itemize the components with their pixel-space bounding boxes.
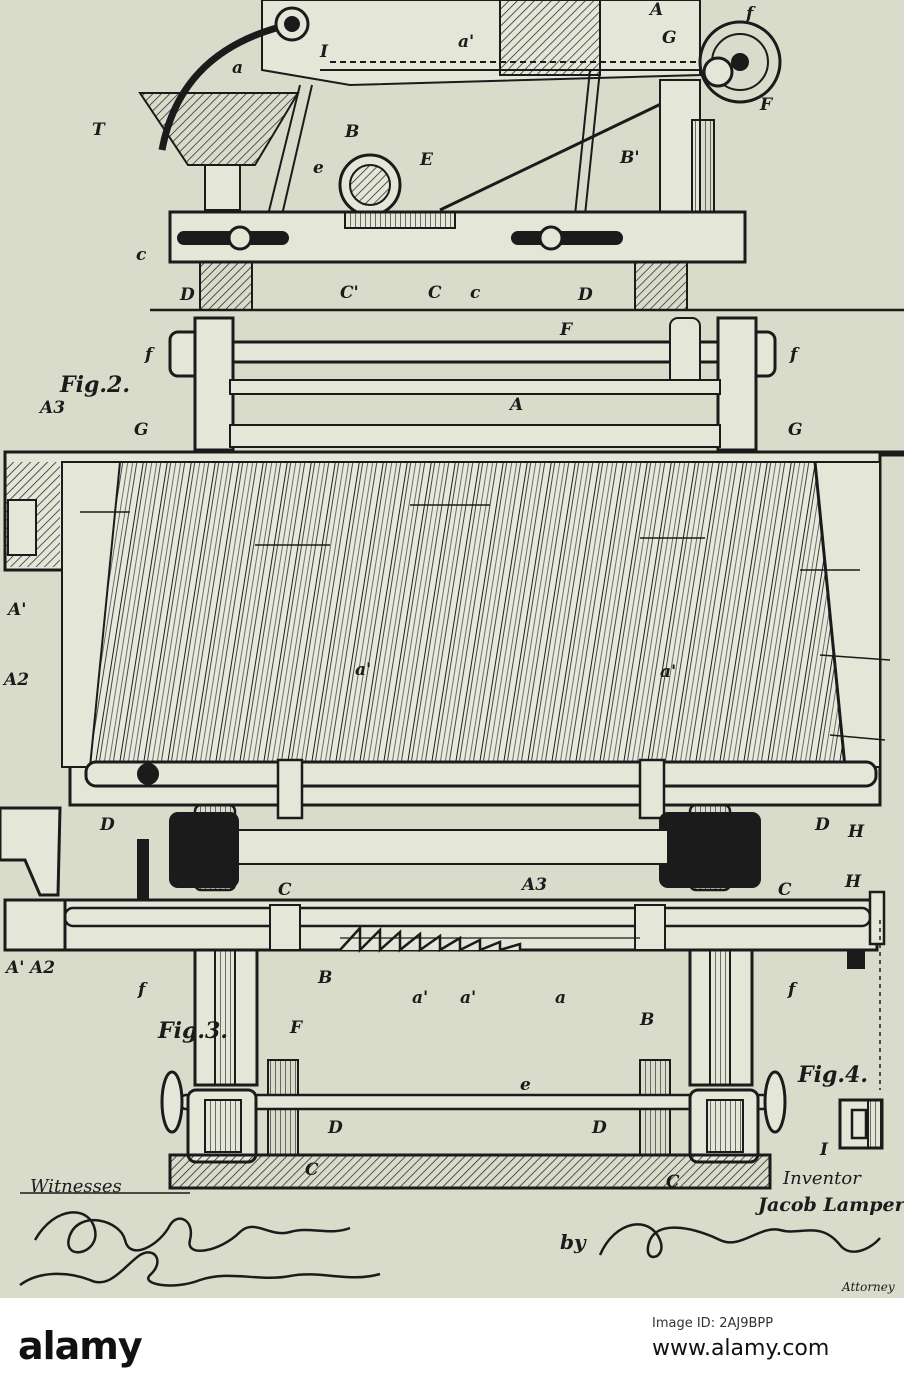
label-fig3-a: a bbox=[555, 988, 567, 1008]
label-fig3-B-left: B bbox=[318, 968, 333, 988]
label-fig2-A-prime: A' bbox=[8, 600, 27, 620]
alamy-logo: alamy bbox=[18, 1324, 143, 1368]
label-fig2-f-left: f bbox=[145, 345, 153, 365]
patent-plate: A G f a a' I T B B' F E e c D C' C c D F… bbox=[0, 0, 904, 1298]
stock-watermark-bar: alamy Image ID: 2AJ9BPP www.alamy.com bbox=[0, 1298, 904, 1390]
label-fig2-G-left: G bbox=[134, 420, 149, 440]
image-id-text: Image ID: 2AJ9BPP bbox=[652, 1316, 774, 1331]
label-fig2-D-right: D bbox=[815, 815, 830, 835]
label-fig1-a-prime: a' bbox=[458, 32, 475, 52]
label-fig1-f: f bbox=[746, 4, 754, 24]
label-fig1-e: e bbox=[313, 158, 324, 178]
label-fig1-T: T bbox=[92, 120, 105, 140]
label-fig3-A3: A3 bbox=[522, 875, 548, 895]
label-fig2-H: H bbox=[848, 822, 865, 842]
label-fig2-A3: A3 bbox=[40, 398, 66, 418]
label-fig1-B-prime: B' bbox=[620, 148, 640, 168]
label-fig3-C-left: C bbox=[305, 1160, 319, 1180]
label-fig3-a-prime-2: a' bbox=[460, 988, 477, 1008]
label-fig3-H: H bbox=[845, 872, 862, 892]
label-fig1-G: G bbox=[662, 28, 677, 48]
label-fig3-F: F bbox=[290, 1018, 303, 1038]
label-fig1-C-prime: C' bbox=[340, 283, 359, 303]
label-fig1-D-right: D bbox=[578, 285, 593, 305]
fig3-front-elevation bbox=[0, 806, 886, 1194]
label-fig1-E: E bbox=[420, 150, 433, 170]
label-fig1-B: B bbox=[345, 122, 360, 142]
label-fig3-A-prime: A' bbox=[6, 958, 25, 978]
label-fig3-e: e bbox=[520, 1075, 531, 1095]
label-fig2-D-left: D bbox=[100, 815, 115, 835]
label-fig3-f-right: f bbox=[788, 980, 796, 1000]
label-fig2-G-right: G bbox=[788, 420, 803, 440]
attorney-caption: Attorney bbox=[842, 1280, 895, 1294]
fig2-plan-view bbox=[3, 316, 904, 892]
label-fig1-c-lower: c bbox=[470, 283, 481, 303]
label-fig1-I: I bbox=[320, 42, 328, 62]
label-fig3-a-prime-1: a' bbox=[412, 988, 429, 1008]
figure-label-fig4: Fig.4. bbox=[798, 1062, 868, 1088]
label-fig4-I: I bbox=[820, 1140, 828, 1160]
handwritten-signatures bbox=[19, 1211, 881, 1287]
label-fig1-F: F bbox=[760, 95, 773, 115]
label-fig1-C: C bbox=[428, 283, 442, 303]
mechanical-drawing bbox=[0, 0, 904, 1287]
label-fig1-A: A bbox=[650, 0, 664, 20]
figure-label-fig3: Fig.3. bbox=[158, 1018, 228, 1044]
label-fig2-A2: A2 bbox=[4, 670, 30, 690]
figure-label-fig2: Fig.2. bbox=[60, 372, 130, 398]
label-fig1-D-left: D bbox=[180, 285, 195, 305]
label-fig1-c: c bbox=[136, 245, 147, 265]
label-fig3-C-right: C bbox=[666, 1172, 680, 1192]
by-caption: by bbox=[560, 1230, 586, 1254]
label-fig1-a: a bbox=[232, 58, 244, 78]
label-fig3-D-left: D bbox=[328, 1118, 343, 1138]
label-fig2-A: A bbox=[510, 395, 524, 415]
label-fig2-C-right: C bbox=[778, 880, 792, 900]
stock-url-text: www.alamy.com bbox=[652, 1336, 830, 1361]
label-fig3-A2: A2 bbox=[30, 958, 56, 978]
label-fig3-D-right: D bbox=[592, 1118, 607, 1138]
label-fig2-F: F bbox=[560, 320, 573, 340]
flow-arrows bbox=[80, 504, 891, 741]
label-fig2-a-prime-right: a' bbox=[660, 662, 677, 682]
fig1-side-elevation bbox=[138, 0, 904, 312]
label-fig2-C-left: C bbox=[278, 880, 292, 900]
inventor-name: Jacob Lampert bbox=[758, 1194, 904, 1216]
inventor-caption: Inventor bbox=[783, 1168, 861, 1189]
label-fig3-f-left: f bbox=[138, 980, 146, 1000]
label-fig2-f-right: f bbox=[790, 345, 798, 365]
witnesses-caption: Witnesses bbox=[30, 1176, 122, 1197]
label-fig3-B-right: B bbox=[640, 1010, 655, 1030]
label-fig2-a-prime-left: a' bbox=[355, 660, 372, 680]
